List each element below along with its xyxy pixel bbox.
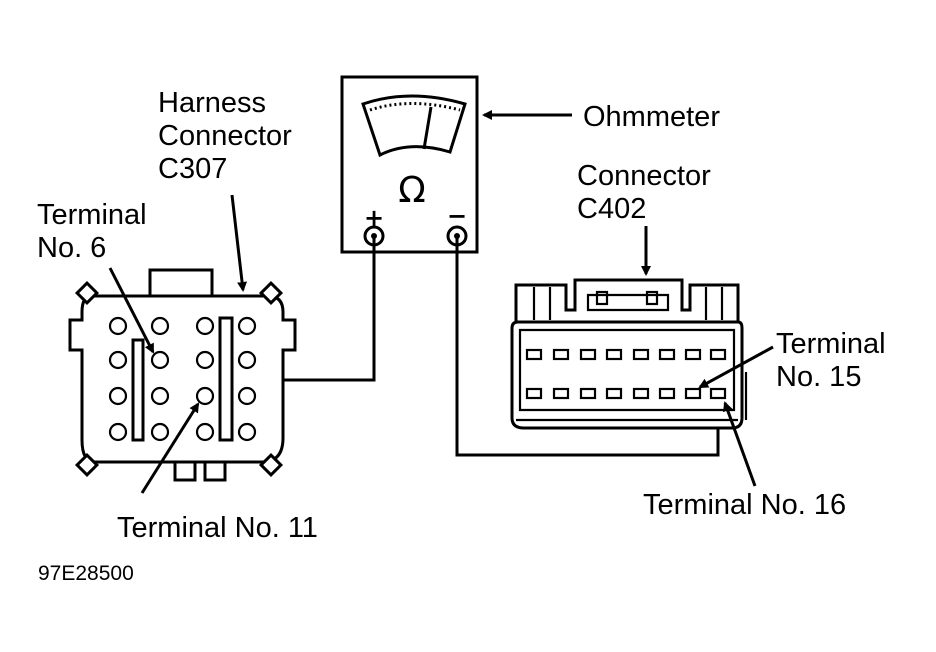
label-terminal-15: Terminal No. 15 — [776, 328, 886, 393]
harness-connector-c307 — [68, 268, 297, 482]
terminal-16 — [709, 387, 727, 400]
minus-symbol: − — [447, 202, 467, 230]
svg-text:No. 15: No. 15 — [776, 361, 861, 393]
ohmmeter: Ω + − — [340, 75, 479, 254]
ohm-symbol: Ω — [398, 170, 426, 211]
ohmmeter-body — [340, 75, 479, 254]
plus-symbol: + — [364, 204, 384, 232]
label-terminal-11: Terminal No. 11 — [117, 512, 318, 544]
svg-text:Connector: Connector — [577, 160, 711, 192]
terminal-15 — [684, 387, 702, 400]
terminal-row-bottom — [525, 387, 727, 400]
svg-text:Connector: Connector — [158, 120, 292, 152]
meter-needle — [422, 106, 433, 150]
connector-latch — [148, 268, 214, 298]
bottom-key — [203, 460, 227, 482]
terminal-slot — [131, 338, 145, 442]
terminal-cavities — [108, 316, 257, 442]
corner-tab — [74, 452, 100, 478]
svg-text:C402: C402 — [577, 193, 646, 225]
bottom-key — [173, 460, 197, 482]
connector-face — [510, 320, 744, 430]
connector-c402 — [510, 278, 748, 430]
corner-tab — [258, 280, 284, 306]
terminal-row-top — [525, 348, 727, 361]
arrow-terminal-6 — [108, 267, 155, 354]
meter-dial — [361, 94, 467, 158]
svg-text:No. 6: No. 6 — [37, 232, 106, 264]
arrow-terminal-11 — [140, 402, 200, 494]
terminal-11 — [195, 386, 215, 406]
arrow-harness-connector — [230, 194, 248, 292]
meter-scale-ticks — [369, 102, 461, 112]
label-terminal-16: Terminal No. 16 — [643, 489, 846, 521]
connector-housing — [68, 294, 297, 464]
arrow-terminal-16 — [723, 401, 757, 487]
svg-text:Terminal: Terminal — [776, 328, 886, 360]
corner-tab — [74, 280, 100, 306]
label-connector-c402: Connector C402 — [577, 160, 711, 225]
terminal-slot — [218, 316, 234, 442]
lock-tab — [586, 293, 670, 312]
figure-id: 97E28500 — [38, 562, 134, 585]
svg-text:Terminal: Terminal — [37, 199, 147, 231]
terminal-6 — [150, 350, 170, 370]
label-harness-connector: Harness Connector C307 — [158, 87, 292, 185]
svg-text:C307: C307 — [158, 153, 227, 185]
svg-text:Harness: Harness — [158, 87, 266, 119]
arrow-terminal-15 — [698, 345, 774, 389]
label-terminal-6: Terminal No. 6 — [37, 199, 147, 264]
label-ohmmeter: Ohmmeter — [583, 101, 720, 133]
corner-tab — [258, 452, 284, 478]
